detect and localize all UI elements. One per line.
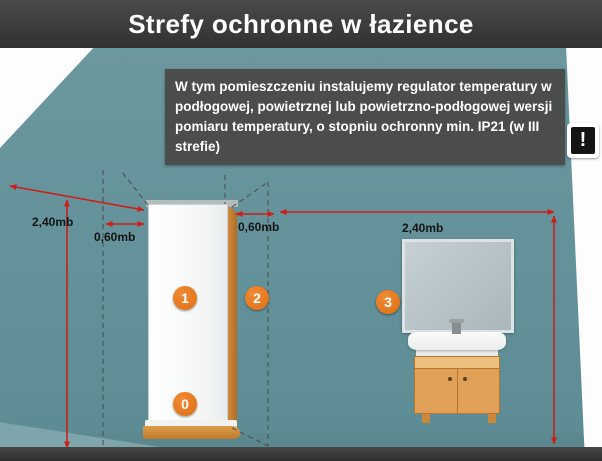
- zone-marker-3: 3: [376, 290, 400, 314]
- bottom-strip: [0, 447, 602, 461]
- faucet: [449, 319, 464, 334]
- red-dimension-lines: [9, 184, 557, 449]
- dimension-label-gap-left: 0,60mb: [94, 230, 136, 244]
- shower-enclosure: [148, 204, 228, 424]
- vanity-cabinet: [414, 356, 500, 414]
- zone-marker-2: 2: [245, 286, 269, 310]
- door-handle-icon: [447, 377, 452, 381]
- exclamation-icon: !: [571, 127, 595, 154]
- title-banner: Strefy ochronne w łazience: [0, 0, 602, 48]
- zone-marker-0: 0: [173, 392, 197, 416]
- sink-basin: [408, 332, 506, 350]
- info-box-text: W tym pomieszczeniu instalujemy regulato…: [175, 79, 553, 154]
- info-box: W tym pomieszczeniu instalujemy regulato…: [165, 69, 565, 165]
- vanity-door-left: [415, 369, 457, 413]
- cabinet-leg: [422, 414, 430, 423]
- sink-apron: [416, 348, 498, 358]
- dimension-label-gap-right: 0,60mb: [238, 220, 280, 234]
- shower-tray: [143, 426, 240, 439]
- page-title: Strefy ochronne w łazience: [128, 8, 474, 39]
- door-handle-icon: [462, 377, 467, 381]
- shower-top-rail: [146, 200, 238, 207]
- warning-icon: !: [567, 123, 599, 158]
- zone-marker-1: 1: [173, 286, 197, 310]
- shower-side-panel: [228, 206, 237, 426]
- vanity-drawer: [415, 357, 499, 369]
- cabinet-leg: [488, 414, 496, 423]
- dimension-label-wall-left: 2,40mb: [32, 215, 74, 229]
- vanity-door-right: [456, 369, 500, 413]
- shower-tray-rim: [145, 420, 237, 428]
- dimension-label-wall-right: 2,40mb: [402, 221, 444, 235]
